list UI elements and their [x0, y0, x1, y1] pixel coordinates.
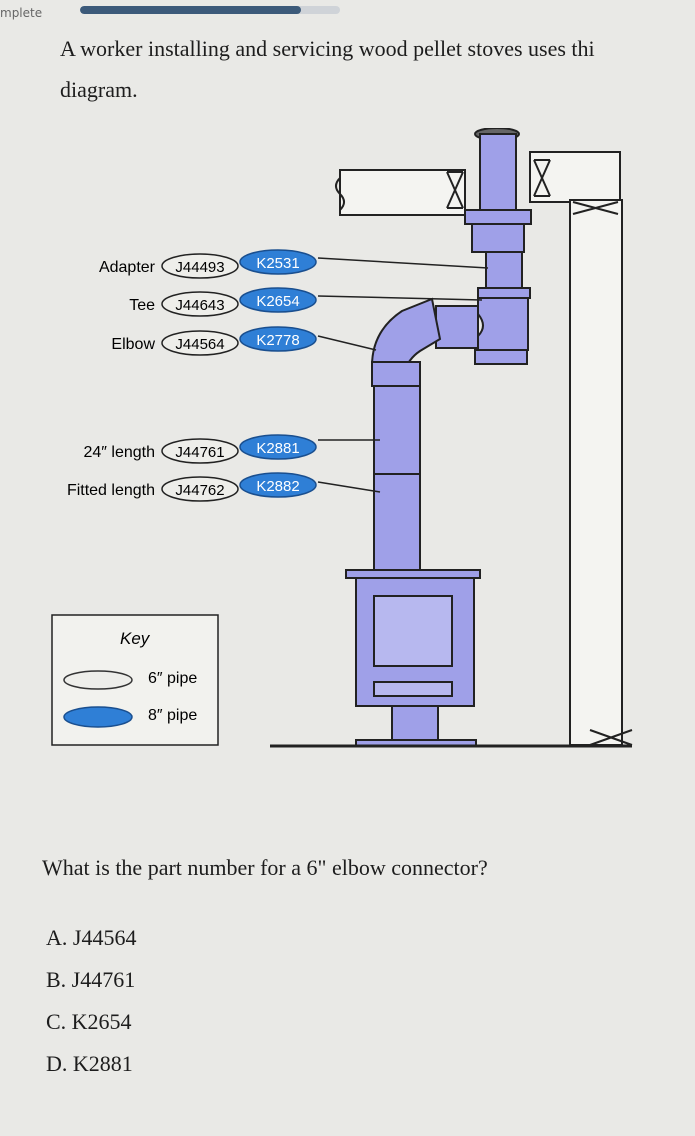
eight-inch-oval	[239, 472, 317, 498]
choice-d[interactable]: D. K2881	[46, 1051, 133, 1076]
six-inch-oval	[161, 253, 239, 279]
chimney-pipe-top	[479, 133, 517, 215]
pipe-24-length	[373, 385, 421, 475]
leader-line	[317, 481, 381, 493]
key-six-inch-swatch	[63, 670, 133, 690]
six-inch-oval	[161, 330, 239, 356]
leader-line	[317, 335, 377, 351]
tee-cap	[474, 349, 528, 365]
adapter-pipe	[485, 251, 523, 293]
stud-cross-bottom	[589, 729, 633, 746]
progress-bar	[80, 6, 340, 14]
ash-drawer	[373, 681, 453, 697]
eight-inch-oval	[239, 434, 317, 460]
key-eight-inch-label: 8″ pipe	[148, 707, 197, 724]
eight-inch-part-number: K2778	[256, 332, 299, 349]
eight-inch-part-number: K2881	[256, 440, 299, 457]
part-label: Adapter	[99, 259, 156, 276]
tee-fitting	[477, 297, 529, 351]
tee-band-top	[477, 287, 531, 299]
ceiling-joist-left	[339, 169, 466, 216]
question-prompt: What is the part number for a 6" elbow c…	[42, 855, 488, 880]
part-label: 24″ length	[84, 444, 156, 461]
progress-fill	[80, 6, 301, 14]
fitted-length-pipe	[373, 473, 421, 571]
pipe-assembly	[270, 128, 632, 748]
six-inch-part-number: J44762	[175, 482, 224, 499]
ceiling-collar	[464, 209, 532, 225]
choice-a[interactable]: A. J44564	[46, 925, 137, 950]
ceiling-support	[471, 223, 525, 253]
leader-line	[317, 295, 483, 301]
part-label: Tee	[129, 297, 155, 314]
six-inch-part-number: J44564	[175, 336, 224, 353]
part-label: Fitted length	[67, 482, 155, 499]
tee-branch	[435, 305, 479, 349]
six-inch-part-number: J44761	[175, 444, 224, 461]
eight-inch-oval	[239, 287, 317, 313]
choice-b[interactable]: B. J44761	[46, 967, 136, 992]
elbow-collar	[371, 361, 421, 387]
eight-inch-part-number: K2882	[256, 478, 299, 495]
six-inch-oval	[161, 476, 239, 502]
ceiling-framing	[335, 151, 633, 746]
six-inch-part-number: J44493	[175, 259, 224, 276]
key-box: Key 6″ pipe 8″ pipe	[51, 614, 219, 746]
joist-cross-left	[446, 171, 464, 209]
stove-door	[373, 595, 453, 667]
key-title: Key	[120, 629, 151, 648]
intro-line-1: A worker installing and servicing wood p…	[60, 36, 595, 61]
six-inch-oval	[161, 438, 239, 464]
six-inch-oval	[161, 291, 239, 317]
six-inch-part-number: J44643	[175, 297, 224, 314]
leader-line	[317, 257, 489, 269]
joist-cross-right	[533, 159, 551, 197]
answer-choices: A. J44564 B. J44761 C. K2654 D. K2881	[46, 922, 136, 1090]
intro-line-2: diagram.	[60, 77, 138, 102]
stove-pedestal	[391, 705, 439, 743]
choice-c[interactable]: C. K2654	[46, 1009, 132, 1034]
status-text: mplete	[0, 6, 43, 20]
stud-cross-top	[572, 201, 619, 215]
eight-inch-oval	[239, 249, 317, 275]
eight-inch-part-number: K2654	[256, 293, 299, 310]
stove-top	[345, 569, 481, 579]
eight-inch-oval	[239, 326, 317, 352]
wall-stud	[569, 199, 623, 746]
question-intro: A worker installing and servicing wood p…	[60, 28, 695, 110]
part-label: Elbow	[111, 336, 155, 353]
eight-inch-part-number: K2531	[256, 255, 299, 272]
key-six-inch-label: 6″ pipe	[148, 670, 197, 687]
key-eight-inch-swatch	[63, 706, 133, 728]
top-bar: mplete	[0, 0, 695, 24]
break-line	[335, 177, 345, 211]
